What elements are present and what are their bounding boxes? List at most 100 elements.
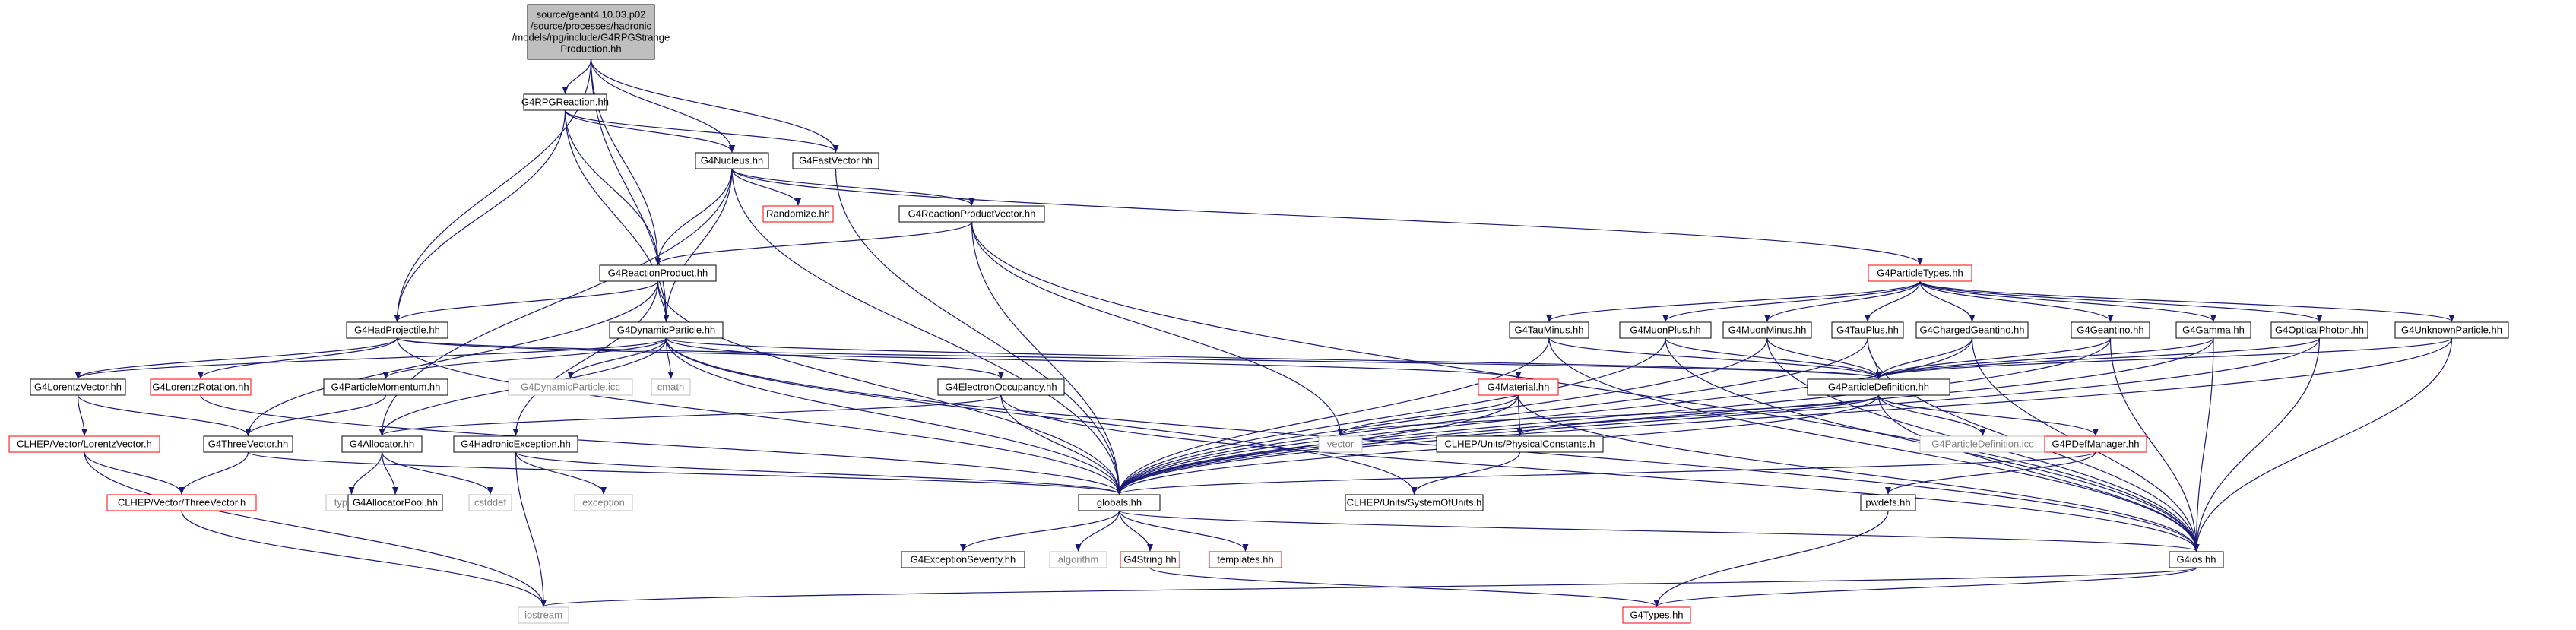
edge-clhep_three-to-iostream [181,510,547,607]
node-globals[interactable]: globals.hh [1078,494,1161,511]
node-rproduct[interactable]: G4ReactionProduct.hh [599,264,717,282]
node-templates[interactable]: templates.hh [1209,551,1282,568]
edge-tauplus-to-globals [1116,337,1868,495]
node-label: CLHEP/Units/SystemOfUnits.h [1347,497,1482,508]
node-box [1860,494,1916,511]
node-lorentzrotation[interactable]: G4LorentzRotation.hh [150,378,252,396]
node-rpgreaction[interactable]: G4RPGReaction.hh [521,93,609,111]
edge-particletypes-to-chargedgeantino [1919,280,1976,322]
node-label: G4OpticalPhoton.hh [2275,324,2364,336]
node-pwdefs[interactable]: pwdefs.hh [1860,494,1916,511]
node-label: cstddef [474,497,506,508]
node-chargedgeantino[interactable]: G4ChargedGeantino.hh [1915,321,2029,339]
node-g4string[interactable]: G4String.hh [1120,551,1180,568]
edge-rpgreaction-to-dynparticle [564,109,670,322]
node-hadproj[interactable]: G4HadProjectile.hh [346,321,448,339]
node-tauminus[interactable]: G4TauMinus.hh [1509,321,1589,339]
node-label: G4DynamicParticle.icc [521,381,620,393]
node-exseverity[interactable]: G4ExceptionSeverity.hh [901,551,1025,568]
node-label: G4Allocator.hh [350,438,414,450]
node-muonminus[interactable]: G4MuonMinus.hh [1722,321,1812,339]
node-particletypes[interactable]: G4ParticleTypes.hh [1868,264,1972,282]
node-nucleus[interactable]: G4Nucleus.hh [695,152,769,169]
edge-lorentzvector-to-clhep_lorentz [77,394,87,436]
node-electronocc[interactable]: G4ElectronOccupancy.hh [937,378,1065,396]
node-label: Randomize.hh [766,208,830,220]
node-clhep_three[interactable]: CLHEP/Vector/ThreeVector.h [106,494,257,511]
node-material[interactable]: G4Material.hh [1478,378,1559,396]
node-root[interactable]: source/geant4.10.03.p02/source/processes… [512,4,670,60]
node-box [527,4,655,60]
node-particledeficc: G4ParticleDefinition.icc [1919,435,2046,453]
node-muonplus[interactable]: G4MuonPlus.hh [1619,321,1712,339]
node-g4ios[interactable]: G4ios.hh [2169,551,2224,568]
edge-dynparticle-to-particlemomentum [382,337,667,379]
edge-globals-to-exseverity [960,510,1120,552]
node-label: pwdefs.hh [1865,497,1910,508]
node-g4types[interactable]: G4Types.hh [1622,606,1691,624]
edge-dynparticle-to-electronocc [665,337,1004,379]
node-particledef[interactable]: G4ParticleDefinition.hh [1807,378,1950,396]
node-label: G4RPGReaction.hh [521,97,609,108]
edge-opticalphoton-to-particledef [1875,337,2321,379]
edge-rpgreaction-to-fastvector [564,109,839,153]
node-threevector[interactable]: G4ThreeVector.hh [203,435,293,453]
edge-chargedgeantino-to-particledef [1875,337,1973,379]
edge-pdefmanager-to-globals [1116,451,2096,495]
node-label: G4AllocatorPool.hh [353,497,438,508]
edge-globals-to-templates [1118,510,1249,552]
node-box [1807,378,1950,396]
node-iostream: iostream [518,606,569,624]
node-label: G4LorentzRotation.hh [152,381,249,393]
node-label: vector [1327,438,1355,450]
node-lorentzvector[interactable]: G4LorentzVector.hh [30,378,126,396]
edge-particletypes-to-tauplus [1865,280,1921,322]
edge-root-to-fastvector [590,59,839,153]
node-gamma[interactable]: G4Gamma.hh [2175,321,2251,339]
edge-globals-to-g4ios [1118,510,2199,552]
edge-root-to-rpgreaction [562,59,592,94]
edge-physconst-to-sysofunits [1411,451,1521,495]
node-box [762,205,834,223]
node-sysofunits[interactable]: CLHEP/Units/SystemOfUnits.h [1345,494,1484,511]
node-pdefmanager[interactable]: G4PDefManager.hh [2044,435,2147,453]
node-label: G4ParticleDefinition.icc [1931,438,2034,450]
node-label: G4ParticleDefinition.hh [1828,381,1929,393]
edge-particletypes-to-opticalphoton [1919,280,2323,322]
edge-geantino-to-g4ios [2109,337,2200,552]
edge-tauminus-to-globals [1116,337,1550,495]
node-box [30,378,126,396]
edge-muonplus-to-globals [1116,337,1666,495]
edge-unknownparticle-to-g4ios [2193,337,2453,552]
node-physconst[interactable]: CLHEP/Units/PhysicalConstants.h [1436,435,1604,453]
node-box [695,152,769,169]
edge-rproduct-to-globals [657,280,1123,495]
edge-globals-to-algorithm [1075,510,1120,552]
edge-tauminus-to-g4ios [1548,337,2200,552]
node-randomize[interactable]: Randomize.hh [762,205,834,223]
node-geantino[interactable]: G4Geantino.hh [2071,321,2150,339]
edge-material-to-g4ios [1517,394,2200,552]
node-unknownparticle[interactable]: G4UnknownParticle.hh [2394,321,2509,339]
edge-g4ios-to-iostream [540,567,2197,607]
node-hadexception[interactable]: G4HadronicException.hh [453,435,578,453]
nodes-layer: source/geant4.10.03.p02/source/processes… [8,4,2509,624]
node-box [937,378,1065,396]
node-particlemomentum[interactable]: G4ParticleMomentum.hh [323,378,448,396]
node-box [1478,378,1559,396]
node-rpvector[interactable]: G4ReactionProductVector.hh [898,205,1045,223]
node-opticalphoton[interactable]: G4OpticalPhoton.hh [2270,321,2368,339]
node-label: G4MuonMinus.hh [1728,324,1807,336]
edge-rpvector-to-vector [971,221,1344,436]
node-dynparticle[interactable]: G4DynamicParticle.hh [609,321,724,339]
node-box [1318,435,1363,453]
node-clhep_lorentz[interactable]: CLHEP/Vector/LorentzVector.h [8,435,160,453]
node-label: G4ThreeVector.hh [208,438,289,450]
edge-threevector-to-clhep_three [179,451,249,495]
edge-electronocc-to-allocator [379,394,1002,436]
node-fastvector[interactable]: G4FastVector.hh [792,152,879,169]
node-tauplus[interactable]: G4TauPlus.hh [1831,321,1904,339]
node-allocator[interactable]: G4Allocator.hh [341,435,423,453]
node-allocatorpool[interactable]: G4AllocatorPool.hh [347,494,443,511]
